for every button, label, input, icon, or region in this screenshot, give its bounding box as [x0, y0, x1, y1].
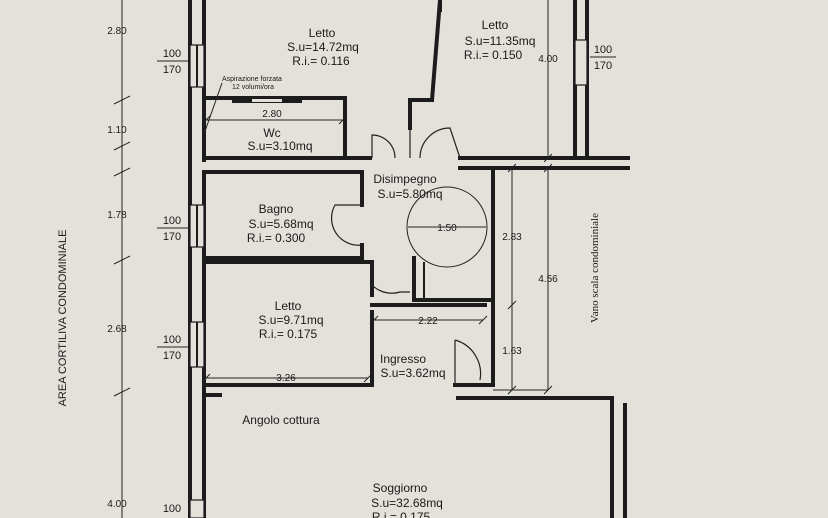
area-cortiliva-label: AREA CORTILIVA CONDOMINIALE [57, 230, 69, 407]
svg-text:12 volumi/ora: 12 volumi/ora [232, 84, 274, 91]
room-letto-2: Letto S.u=11.35mq R.i.= 0.150 [464, 18, 536, 62]
vano-scala-label: Vano scala condominiale [589, 213, 601, 323]
window-label-1: 100 170 [157, 48, 188, 76]
svg-text:Letto: Letto [309, 26, 336, 40]
svg-text:Wc: Wc [263, 126, 280, 140]
svg-text:Angolo cottura: Angolo cottura [242, 413, 320, 427]
svg-text:Bagno: Bagno [259, 202, 294, 216]
windows [189, 39, 588, 518]
svg-text:1.63: 1.63 [502, 346, 522, 357]
svg-text:R.i.= 0.116: R.i.= 0.116 [292, 54, 350, 68]
svg-text:Disimpegno: Disimpegno [373, 172, 437, 186]
letto3-width-dim: 3.26 [201, 373, 373, 384]
svg-text:2.68: 2.68 [107, 324, 127, 335]
svg-text:1.50: 1.50 [437, 223, 457, 234]
svg-text:4.00: 4.00 [107, 499, 127, 510]
svg-text:S.u=32.68mq: S.u=32.68mq [371, 496, 443, 510]
window-label-4: 100 [163, 503, 181, 515]
svg-text:Soggiorno: Soggiorno [373, 481, 428, 495]
room-wc: Wc S.u=3.10mq [247, 126, 312, 153]
svg-text:170: 170 [163, 231, 181, 243]
svg-text:Letto: Letto [482, 18, 509, 32]
svg-text:2.80: 2.80 [107, 26, 127, 37]
room-soggiorno: Soggiorno S.u=32.68mq R.i.= 0.175 [371, 481, 443, 518]
aspirazione-note: Aspirazione forzata 12 volumi/ora [203, 76, 302, 135]
svg-text:S.u=3.10mq: S.u=3.10mq [247, 139, 312, 153]
svg-text:100: 100 [163, 334, 181, 346]
svg-text:100: 100 [163, 215, 181, 227]
svg-text:2.83: 2.83 [502, 232, 522, 243]
letto2-height-dim: 4.00 [538, 0, 558, 163]
svg-text:1.78: 1.78 [107, 210, 127, 221]
window-label-3: 100 170 [157, 334, 188, 362]
svg-text:Letto: Letto [275, 299, 302, 313]
stair-dims: 2.83 4.56 1.63 [493, 163, 558, 395]
svg-text:S.u=9.71mq: S.u=9.71mq [258, 313, 323, 327]
room-disimpegno: Disimpegno S.u=5.80mq [373, 172, 442, 201]
window-label-2: 100 170 [157, 215, 188, 243]
svg-text:170: 170 [163, 350, 181, 362]
ingresso-width-dim: 2.22 [369, 315, 488, 327]
room-letto-3: Letto S.u=9.71mq R.i.= 0.175 [258, 299, 323, 341]
svg-text:100: 100 [163, 503, 181, 515]
left-dimension-chain: 2.80 1.10 1.78 2.68 4.00 [107, 0, 131, 518]
window-label-5: 100 170 [590, 44, 616, 72]
svg-text:S.u=3.62mq: S.u=3.62mq [380, 366, 445, 380]
svg-text:2.80: 2.80 [262, 109, 282, 120]
room-letto-1: Letto S.u=14.72mq R.i.= 0.116 [287, 26, 359, 68]
svg-text:100: 100 [163, 48, 181, 60]
wc-width-dim: 2.80 [201, 109, 348, 125]
room-ingresso: Ingresso S.u=3.62mq [380, 352, 446, 380]
svg-text:1.10: 1.10 [107, 125, 127, 136]
svg-text:R.i.= 0.175: R.i.= 0.175 [372, 510, 431, 518]
svg-text:R.i.= 0.175: R.i.= 0.175 [259, 327, 318, 341]
svg-text:R.i.= 0.150: R.i.= 0.150 [464, 48, 523, 62]
turning-circle: 1.50 [406, 186, 488, 268]
svg-text:3.26: 3.26 [276, 373, 296, 384]
svg-text:170: 170 [594, 60, 612, 72]
room-bagno: Bagno S.u=5.68mq R.i.= 0.300 [247, 202, 314, 245]
svg-text:Aspirazione forzata: Aspirazione forzata [222, 76, 282, 83]
svg-text:S.u=14.72mq: S.u=14.72mq [287, 40, 359, 54]
svg-text:170: 170 [163, 64, 181, 76]
svg-text:S.u=5.68mq: S.u=5.68mq [248, 217, 313, 231]
svg-text:R.i.= 0.300: R.i.= 0.300 [247, 231, 306, 245]
svg-text:Ingresso: Ingresso [380, 352, 426, 366]
svg-text:100: 100 [594, 44, 612, 56]
svg-text:4.56: 4.56 [538, 274, 558, 285]
doors [330, 127, 482, 385]
svg-text:2.22: 2.22 [418, 316, 438, 327]
svg-text:S.u=5.80mq: S.u=5.80mq [377, 187, 442, 201]
svg-text:4.00: 4.00 [538, 54, 558, 65]
room-angolo-cottura: Angolo cottura [242, 413, 320, 427]
svg-text:S.u=11.35mq: S.u=11.35mq [465, 34, 536, 48]
